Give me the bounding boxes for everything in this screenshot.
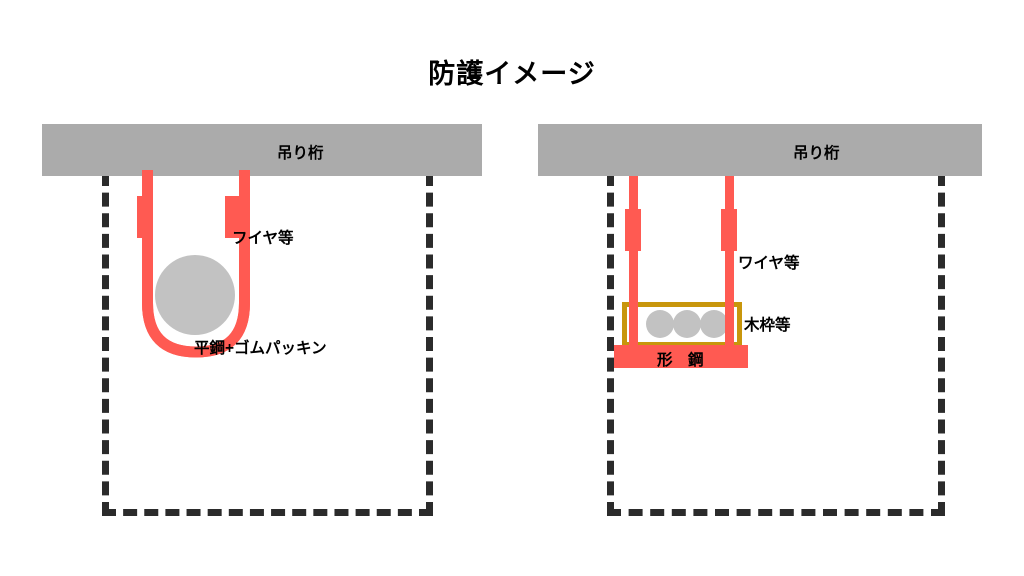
suspension-beam-right (538, 124, 982, 176)
support-label-left: 平鋼+ゴムパッキン (194, 340, 327, 357)
pipe-right-2 (673, 310, 701, 338)
pipe-right-1 (646, 310, 674, 338)
flat-bar-sling-left-front (142, 302, 250, 358)
wire-label-left: フイヤ等 (232, 230, 294, 247)
wire-rope-left-right-panel (629, 176, 638, 357)
pipe-left (155, 255, 235, 335)
turnbuckle-left-left (137, 196, 152, 238)
wire-rope-left-lower (629, 302, 638, 350)
wire-rope-right-right-panel (725, 176, 734, 357)
crate-label: 木枠等 (744, 317, 791, 334)
wire-label-right: ワイヤ等 (738, 255, 800, 272)
steel-beam (614, 345, 748, 368)
turnbuckle-right-left (625, 209, 641, 251)
pipe-right-3 (700, 310, 728, 338)
turnbuckle-right-right (721, 209, 737, 251)
clearance-outline-right (607, 172, 945, 516)
page-title: 防護イメージ (428, 59, 596, 89)
turnbuckle-left-right (225, 196, 240, 238)
steel-beam-label: 形 鋼 (657, 352, 704, 369)
suspension-beam-label-left: 吊り桁 (277, 145, 324, 162)
suspension-beam-left (42, 124, 482, 176)
suspension-beam-label-right: 吊り桁 (793, 145, 840, 162)
clearance-outline-left (102, 172, 433, 516)
wire-rope-right-lower (725, 302, 734, 350)
wooden-crate (622, 302, 742, 347)
